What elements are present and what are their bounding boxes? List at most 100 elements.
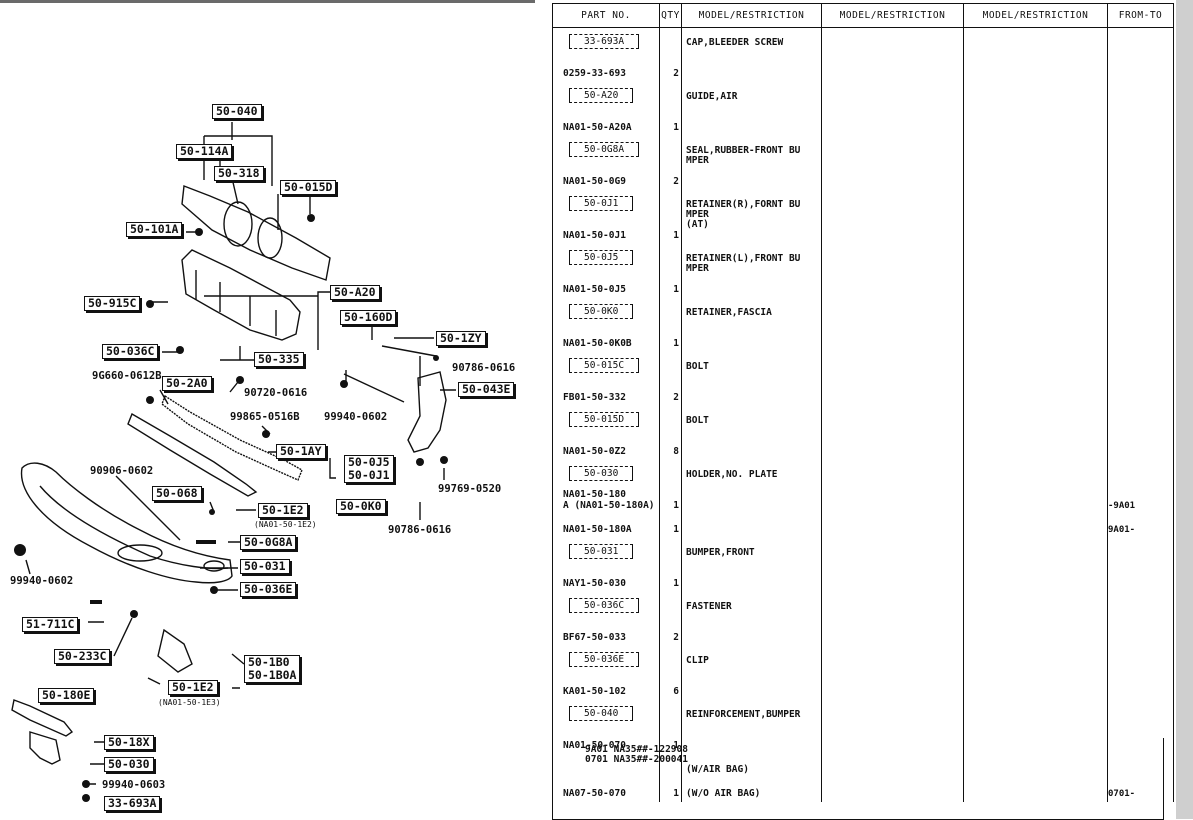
callout-50-160D: 50-160D [340, 310, 397, 325]
part-number-cell: 0259-33-693 [552, 56, 660, 82]
from-to-cell [1107, 700, 1174, 754]
header-part-no: PART NO. [552, 3, 660, 28]
partno-9G660: 9G660-0612B [92, 370, 162, 382]
qty-cell [659, 592, 682, 620]
note-na01-50-1e2: (NA01-50-1E2) [254, 520, 317, 529]
from-to-cell [1107, 82, 1174, 136]
callout-50-036C: 50-036C [102, 344, 159, 359]
air-guide-bracket [181, 249, 301, 341]
table-header-row: PART NO. QTY MODEL/RESTRICTION MODEL/RES… [552, 3, 1174, 28]
bolt-90720 [236, 376, 244, 384]
nut-99940b [14, 544, 26, 556]
ref-box: 50-A20 [569, 88, 634, 103]
from-to-cell [1107, 538, 1174, 592]
model-cell [821, 190, 964, 218]
callout-50-335: 50-335 [254, 352, 304, 367]
airbag-sensor-ring [223, 201, 253, 247]
callout-50-18X: 50-18X [104, 735, 154, 750]
qty-cell [659, 460, 682, 488]
partno-99940-left: 99940-0602 [10, 575, 74, 587]
model-cell [821, 352, 964, 380]
part-number-cell: KA01-50-102 [552, 674, 660, 700]
ref-box: 50-030 [569, 466, 634, 481]
clip-50-036E [210, 586, 218, 594]
bolt-90786a [433, 355, 439, 361]
qty-cell [659, 352, 682, 380]
partno-90720: 90720-0616 [244, 387, 308, 399]
callout-50-233C: 50-233C [54, 649, 111, 664]
quantity-cell: 6 [659, 674, 682, 700]
model-cell [821, 298, 964, 326]
footnote-0701: 0701 NA35##-200041 [585, 754, 688, 765]
from-to-cell [1107, 298, 1174, 352]
description-cell: BUMPER,FRONT [681, 538, 822, 592]
plate-bracket-frame [29, 731, 61, 765]
part-number-cell: NA01-50-0K0B [552, 326, 660, 352]
model-cell [963, 406, 1108, 434]
quantity-cell: 1 [659, 488, 682, 514]
callout-50-180E: 50-180E [38, 688, 95, 703]
model-cell [821, 56, 964, 82]
description-cell: CAP,BLEEDER SCREW [681, 27, 822, 82]
callout-51-711C: 51-711C [22, 617, 79, 632]
ref-box: 50-015C [569, 358, 640, 373]
model-cell [821, 244, 964, 272]
description-cell: HOLDER,NO. PLATE [681, 460, 822, 514]
exploded-parts-diagram: 50-040 50-114A 50-318 50-015D 50-101A 50… [0, 0, 540, 819]
from-to-cell: -9A01 [1107, 460, 1174, 514]
model-cell [963, 514, 1108, 538]
model-cell [821, 218, 964, 244]
table-row: NA01-50-180 A (NA01-50-180A)1 [552, 488, 1174, 514]
ref-box: 50-036E [569, 652, 640, 667]
model-cell [821, 434, 964, 460]
model-cell [963, 538, 1108, 566]
description-cell: (W/AIR BAG) [681, 754, 822, 778]
description-cell [681, 514, 822, 538]
model-cell [963, 326, 1108, 352]
callout-50-0J5-0J1: 50-0J5 50-0J1 [344, 455, 394, 483]
model-cell [821, 272, 964, 298]
part-number-cell: NA01-50-0G9 [552, 164, 660, 190]
description-cell: GUIDE,AIR [681, 82, 822, 136]
model-cell [821, 754, 964, 778]
clip-50-101A [195, 228, 203, 236]
callout-50-101A: 50-101A [126, 222, 183, 237]
callout-50-0K0: 50-0K0 [336, 499, 386, 514]
callout-50-1AY: 50-1AY [276, 444, 326, 459]
ref-box: 50-0G8A [569, 142, 640, 157]
part-number-cell [552, 754, 660, 778]
description-cell: REINFORCEMENT,BUMPER [681, 700, 822, 754]
nut-99940a [340, 380, 348, 388]
header-model-restriction-2: MODEL/RESTRICTION [821, 3, 964, 28]
header-model-restriction-3: MODEL/RESTRICTION [963, 3, 1108, 28]
model-cell [963, 218, 1108, 244]
part-number-cell: FB01-50-332 [552, 380, 660, 406]
cap-33-693A [82, 794, 90, 802]
model-cell [821, 460, 964, 488]
scan-right-edge [1176, 0, 1193, 819]
part-number-cell: NA01-50-180A [552, 514, 660, 538]
callout-50-068: 50-068 [152, 486, 202, 501]
qty-cell [659, 298, 682, 326]
bolt-9G660 [146, 396, 154, 404]
air-guide-strip [161, 394, 303, 481]
note-na01-50-1e3: (NA01-50-1E3) [158, 698, 221, 707]
quantity-cell: 2 [659, 56, 682, 82]
front-bumper-cover [20, 462, 233, 584]
callout-50-A20: 50-A20 [330, 285, 380, 300]
quantity-cell: 8 [659, 434, 682, 460]
model-cell [963, 27, 1108, 56]
from-to-cell [1107, 27, 1174, 82]
model-cell [963, 272, 1108, 298]
description-cell: SEAL,RUBBER-FRONT BU MPER [681, 136, 822, 190]
